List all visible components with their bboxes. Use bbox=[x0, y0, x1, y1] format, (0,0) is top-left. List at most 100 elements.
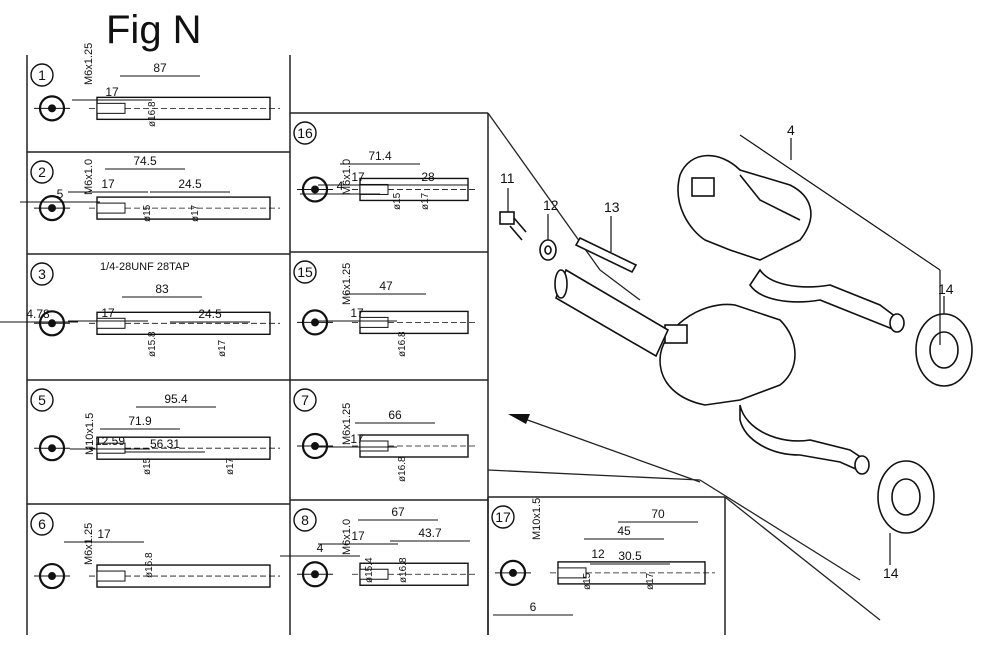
dimension-label: 17 bbox=[350, 432, 364, 446]
dimension-label: 71.9 bbox=[128, 414, 152, 428]
thread-spec: M6x1.0 bbox=[341, 159, 353, 195]
dimension-label: 45 bbox=[617, 524, 631, 538]
variant-number: 15 bbox=[297, 264, 313, 280]
dimension-label: 83 bbox=[155, 282, 169, 296]
thread-spec: M6x1.25 bbox=[83, 43, 95, 85]
variant-number: 3 bbox=[38, 266, 46, 282]
callout-14-upper: 14 bbox=[938, 281, 954, 297]
diameter-label: ø15 bbox=[142, 457, 153, 475]
variant-number-circle bbox=[293, 388, 317, 412]
diameter-label: ø15.4 bbox=[364, 557, 375, 583]
variant-number-circle bbox=[293, 508, 317, 532]
crankshaft-exploded-parts bbox=[499, 154, 973, 534]
diameter-label: ø15 bbox=[392, 192, 403, 210]
variant-number-circle bbox=[293, 121, 317, 145]
thread-spec: M6x1.25 bbox=[341, 403, 353, 445]
dimension-label: 67 bbox=[391, 505, 405, 519]
diameter-label: ø16.8 bbox=[144, 552, 155, 578]
dimension-label: 66 bbox=[388, 408, 402, 422]
dimension-label: 17 bbox=[101, 306, 115, 320]
dimension-label: 43.7 bbox=[418, 526, 442, 540]
diameter-label: ø17 bbox=[645, 572, 656, 590]
dimension-label: 17 bbox=[101, 177, 115, 191]
dimension-label: 6 bbox=[530, 600, 537, 614]
threaded-bore bbox=[359, 183, 389, 195]
variant-panel-8: 8 67 17 43.7 4 M6x1.0 ø15.4 ø16.8 bbox=[280, 505, 478, 588]
callout-11: 11 bbox=[500, 170, 515, 186]
threaded-bore bbox=[359, 440, 389, 452]
dimension-label: 5 bbox=[57, 187, 64, 201]
direction-arrow-head bbox=[508, 414, 530, 424]
threaded-bore bbox=[557, 567, 587, 579]
dimension-label: 24.5 bbox=[178, 177, 202, 191]
variant-number: 8 bbox=[301, 512, 309, 528]
figure-title: Fig N bbox=[106, 8, 202, 52]
variant-number-circle bbox=[30, 262, 54, 286]
callout-leaders bbox=[507, 134, 945, 565]
dimension-label: 4 bbox=[337, 179, 344, 193]
variant-number: 7 bbox=[301, 392, 309, 408]
variant-number-circle bbox=[30, 63, 54, 87]
diameter-label: ø16.8 bbox=[147, 101, 158, 127]
variant-number: 1 bbox=[38, 67, 46, 83]
threaded-bore bbox=[96, 442, 126, 454]
dimension-label: 12.59 bbox=[95, 434, 125, 448]
diameter-label: ø15.8 bbox=[147, 331, 158, 357]
variant-number: 2 bbox=[38, 164, 46, 180]
threaded-bore bbox=[96, 570, 126, 582]
variant-panel-2: 2 74.5 17 24.5 5 M6x1.0 ø15 ø17 bbox=[20, 154, 280, 222]
variant-number: 5 bbox=[38, 392, 46, 408]
variant-number-circle bbox=[30, 160, 54, 184]
thread-spec: M6x1.25 bbox=[341, 263, 353, 305]
threaded-bore bbox=[96, 202, 126, 214]
thread-spec: M6x1.25 bbox=[83, 523, 95, 565]
variant-number-circle bbox=[30, 512, 54, 536]
dimension-label: 71.4 bbox=[368, 149, 392, 163]
dimension-label: 24.5 bbox=[198, 307, 222, 321]
variant-number: 17 bbox=[495, 509, 511, 525]
panel-grid-lines bbox=[26, 55, 726, 635]
thread-spec: M6x1.0 bbox=[341, 519, 353, 555]
thread-spec: M6x1.0 bbox=[83, 159, 95, 195]
diameter-label: ø16.8 bbox=[397, 456, 408, 482]
thread-spec: M10x1.5 bbox=[531, 498, 543, 540]
dimension-label: 30.5 bbox=[618, 549, 642, 563]
variant-number-circle bbox=[491, 505, 515, 529]
diameter-label: ø16.8 bbox=[397, 331, 408, 357]
diameter-label: ø17 bbox=[225, 457, 236, 475]
diameter-label: ø16.8 bbox=[398, 557, 409, 583]
threaded-bore bbox=[96, 102, 126, 114]
threaded-bore bbox=[359, 568, 389, 580]
diameter-label: ø17 bbox=[217, 339, 228, 357]
dimension-label: 56.31 bbox=[150, 437, 180, 451]
callout-4: 4 bbox=[787, 122, 795, 138]
dimension-label: 17 bbox=[350, 306, 364, 320]
thread-spec: M10x1.5 bbox=[84, 413, 96, 455]
variant-number-circle bbox=[30, 388, 54, 412]
dimension-label: 17 bbox=[351, 529, 365, 543]
dimension-label: 74.5 bbox=[133, 154, 157, 168]
thread-spec: 1/4-28UNF 28TAP bbox=[100, 261, 190, 273]
dimension-label: 12 bbox=[591, 547, 605, 561]
dimension-label: 95.4 bbox=[164, 392, 188, 406]
dimension-label: 17 bbox=[97, 527, 111, 541]
diameter-label: ø15 bbox=[142, 204, 153, 222]
variant-number: 6 bbox=[38, 516, 46, 532]
callout-12: 12 bbox=[543, 197, 559, 213]
variant-number-circle bbox=[293, 260, 317, 284]
dimension-label: 47 bbox=[379, 279, 393, 293]
dimension-label: 4 bbox=[317, 541, 324, 555]
diameter-label: ø17 bbox=[190, 204, 201, 222]
dimension-label: 87 bbox=[153, 61, 167, 75]
threaded-bore bbox=[359, 316, 389, 328]
threaded-bore bbox=[96, 317, 126, 329]
